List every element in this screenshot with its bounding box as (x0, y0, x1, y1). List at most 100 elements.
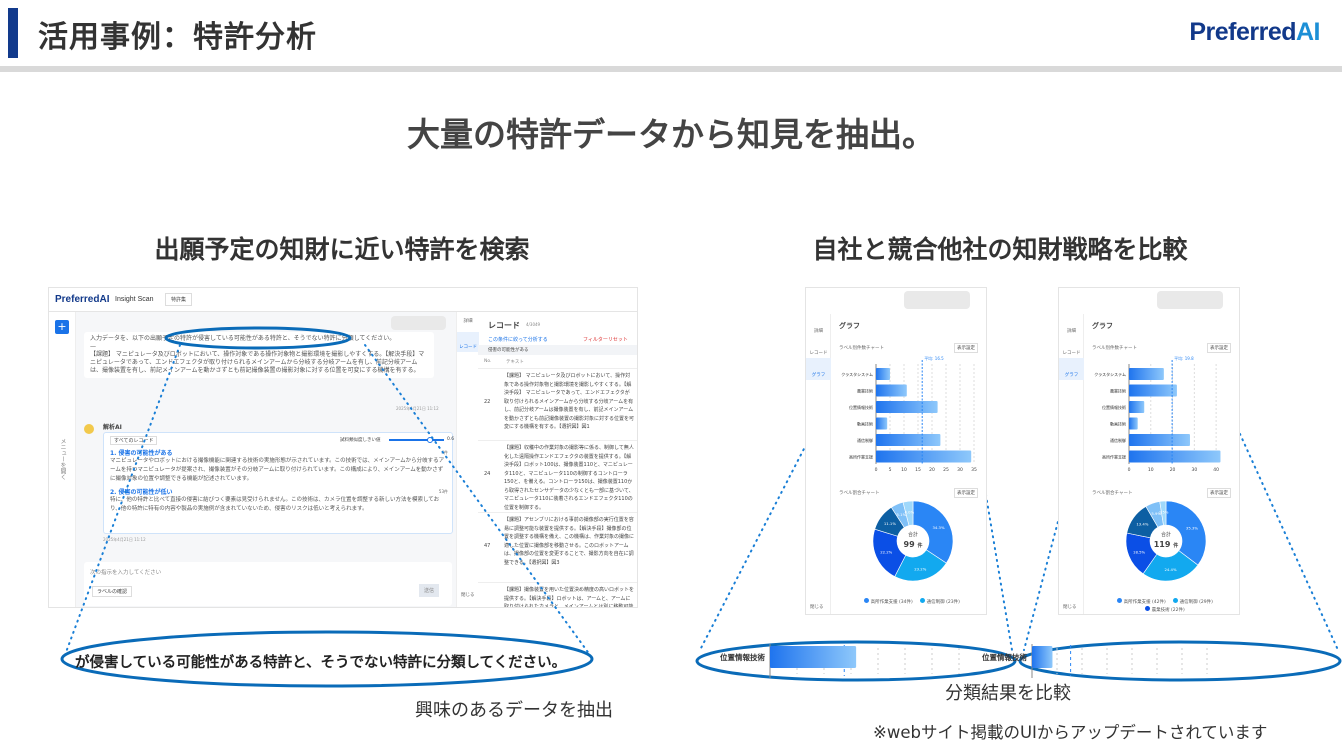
right-subtitle: 自社と競合他社の知財戦略を比較 (812, 235, 1188, 264)
label-check-button[interactable]: ラベルの確認 (92, 586, 133, 597)
pie-slice-label: 18.5% (1133, 549, 1145, 554)
record-no: 47 (484, 543, 491, 549)
result-timestamp: 2025年4月21日 11:12 (103, 537, 146, 542)
patent-text: 【課題】 マニピュレータ及びロボットにおいて、操作対象である操作対象物と撮影環境… (90, 351, 425, 374)
user-message: 入力データを、以下の出願予定の特許が侵害している可能性がある特許と、そうでない特… (84, 332, 434, 378)
tab-details[interactable]: 詳細 (1067, 329, 1076, 334)
display-settings-button[interactable]: 表示設定 (1207, 488, 1231, 498)
pie-chart-title: ラベル割合チャート (839, 491, 880, 496)
pie-total-unit: 件 (917, 543, 923, 549)
pie-chart-title: ラベル割合チャート (1092, 491, 1133, 496)
table-row[interactable]: 51【課題】撮像装置を用いた位置決め精度の高いロボットを提供する。【解決手段】ロ… (478, 582, 637, 607)
bar[interactable] (1129, 368, 1164, 380)
pie-total-unit: 件 (1173, 543, 1179, 549)
y-category-label: 農業技術 (1110, 388, 1126, 394)
bar[interactable] (876, 450, 972, 463)
bar[interactable] (1129, 417, 1138, 430)
chat-input-placeholder[interactable]: 次の指示を入力してください (90, 570, 162, 576)
highlight-ellipse (164, 326, 352, 350)
chat-area: 入力データを、以下の出願予定の特許が侵害している可能性がある特許と、そうでない特… (76, 312, 456, 607)
table-row[interactable]: 22【課題】 マニピュレータ及びロボットにおいて、操作対象である操作対象物と撮影… (478, 368, 637, 440)
record-text: 【課題】アセンブリにおける事前の撮像部の実行位置を容易に調整可能な装置を提供する… (504, 517, 634, 566)
close-panel[interactable]: 閉じる (461, 593, 475, 598)
legend-label: 農業技術 (22件) (1151, 608, 1185, 613)
pie-slice[interactable] (912, 500, 954, 564)
filter-chip[interactable]: すべてのレコード (110, 436, 158, 445)
pie-slice-label: 22.2% (880, 550, 892, 555)
slider-handle[interactable] (427, 437, 433, 443)
close-panel[interactable]: 閉じる (1063, 605, 1077, 610)
display-settings-button[interactable]: 表示設定 (954, 488, 978, 498)
result-group: 1. 侵害の可能性がある 4件 マニピュレータやロボットにおける撮像機能に関連す… (110, 448, 448, 514)
legend-item[interactable]: 農業技術 (22件) (1145, 606, 1185, 613)
x-tick-label: 30 (957, 467, 963, 473)
display-settings-button[interactable]: 表示設定 (954, 343, 978, 353)
record-text: 【課題】 マニピュレータ及びロボットにおいて、操作対象である操作対象物と撮影環境… (504, 373, 634, 430)
bar[interactable] (876, 401, 938, 413)
pie-slice-label: 2.5% (1159, 510, 1169, 515)
legend-item[interactable]: 通信制御 (29件) (1173, 598, 1213, 605)
x-tick-label: 35 (971, 467, 977, 473)
bar[interactable] (876, 384, 907, 397)
result-title: 1. 侵害の可能性がある (110, 450, 173, 457)
chat-input-box[interactable]: 次の指示を入力してください ラベルの確認 送信 (84, 562, 452, 606)
tab-graph[interactable]: グラフ (806, 358, 831, 380)
bar-chart-title: ラベル別件数チャート (839, 346, 884, 351)
tab-records[interactable]: レコード (457, 332, 479, 352)
pie-slice-label: 13.4% (1136, 522, 1148, 527)
y-category-label: 位置情報技術 (1102, 404, 1126, 410)
legend-label: 通信制御 (23件) (926, 600, 960, 605)
bar[interactable] (1129, 434, 1190, 446)
table-row[interactable]: 24【課題】収穫中の作業対象の撮影等に係る、制御して無人化した遠隔操作エンドエフ… (478, 440, 637, 512)
y-category-label: 農業技術 (857, 388, 873, 394)
message-timestamp: 2025年4月21日 11:12 (396, 406, 439, 411)
bar[interactable] (876, 368, 890, 380)
display-settings-button[interactable]: 表示設定 (1207, 343, 1231, 353)
pie-slice[interactable] (1165, 500, 1207, 566)
result-count: 4件 (441, 449, 448, 455)
dotted-guide (64, 344, 181, 656)
tab-records[interactable]: レコード (1062, 351, 1081, 356)
filter-reset-link[interactable]: フィルターリセット (583, 337, 628, 343)
left-rail: + メニューを開く (49, 312, 76, 607)
legend-item[interactable]: 高所作業支援 (42件) (1117, 598, 1166, 605)
legend-item[interactable]: 高所作業支援 (34件) (864, 598, 913, 605)
tab-records[interactable]: レコード (809, 351, 828, 356)
tab-details[interactable]: 詳細 (463, 319, 473, 324)
legend-item[interactable]: 通信制御 (23件) (920, 598, 960, 605)
bar[interactable] (1129, 450, 1221, 463)
tab-graph[interactable]: グラフ (1059, 358, 1084, 380)
result-text: マニピュレータやロボットにおける撮像機能に関連する技術の実施形態が示されています… (110, 458, 445, 482)
bar[interactable] (876, 434, 941, 446)
x-tick-label: 0 (875, 467, 878, 473)
sort-label: 侵害の可能性がある (478, 345, 637, 355)
pie-slice[interactable] (1159, 500, 1167, 526)
table-row[interactable]: 47 【課題】アセンブリにおける事前の撮像部の実行位置を容易に調整可能な装置を提供… (478, 512, 637, 582)
bar[interactable] (1129, 401, 1145, 413)
pie-slice[interactable] (902, 500, 914, 526)
graph-panel-screenshot: 詳細 レコード グラフ 閉じる グラフ ラベル別件数チャート 表示設定 ラベル割… (805, 287, 987, 615)
send-button[interactable]: 送信 (419, 584, 440, 597)
header-placeholder (1157, 291, 1223, 309)
bar[interactable] (1129, 384, 1177, 397)
pie-slice-label: 24.4% (1165, 567, 1177, 572)
new-chat-button[interactable]: + (55, 320, 69, 334)
pie-slice-label: 4.0% (905, 510, 915, 515)
slide-title: 活用事例：特許分析 (38, 20, 317, 55)
records-title: レコード (488, 321, 520, 330)
y-category-label: 位置情報技術 (849, 404, 873, 410)
result-text: 特に、他の特許と比べて直接の侵害に結びつく要素は見受けられません。この技術は、カ… (110, 497, 440, 512)
threshold-label: 試料類似度しきい値 (340, 438, 381, 443)
threshold-value: 0.6 (447, 437, 455, 442)
right-caption: 分類結果を比較 (945, 683, 1071, 704)
breadcrumb[interactable]: 特許集 (165, 293, 193, 306)
side-tabs: 詳細 レコード グラフ 閉じる (806, 314, 831, 614)
bar[interactable] (876, 417, 888, 430)
x-tick-label: 10 (901, 467, 907, 473)
x-tick-label: 25 (943, 467, 949, 473)
threshold-slider[interactable] (389, 437, 444, 443)
menu-toggle[interactable]: メニューを開く (59, 438, 66, 480)
close-panel[interactable]: 閉じる (810, 605, 824, 610)
narrow-link[interactable]: この条件に絞って分析する (488, 337, 548, 343)
tab-details[interactable]: 詳細 (814, 329, 823, 334)
